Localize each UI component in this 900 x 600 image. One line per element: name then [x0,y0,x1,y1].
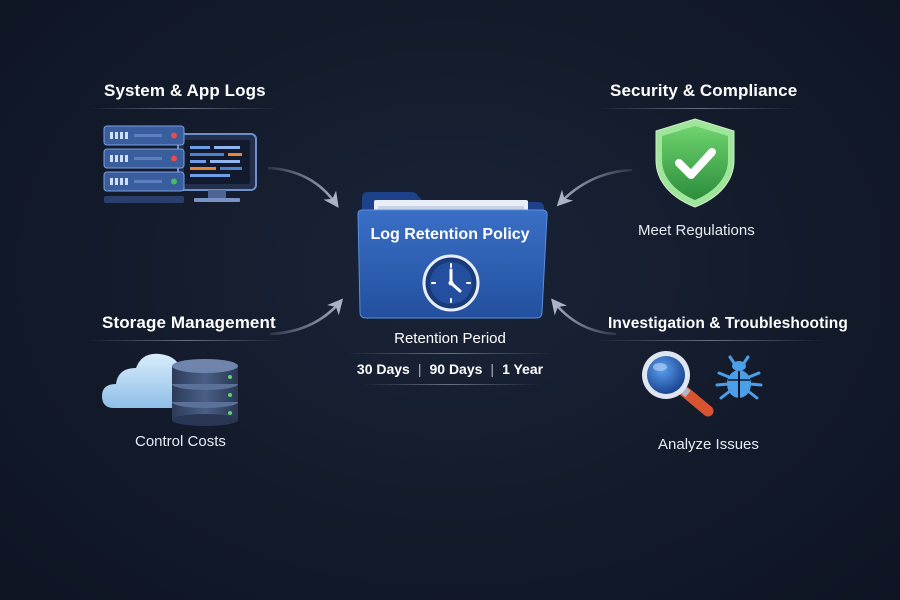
clock-icon [422,254,480,317]
folder-title: Log Retention Policy [370,226,530,243]
security-caption: Meet Regulations [638,222,755,239]
period-30-days: 30 Days [356,361,410,377]
investigation-heading: Investigation & Troubleshooting [608,315,848,332]
security-underline [598,108,798,109]
storage-underline [86,340,286,341]
period-separator: | [490,361,495,377]
storage-heading: Storage Management [102,313,276,332]
magnifier-icon [638,347,718,424]
retention-period-label: Retention Period [394,330,506,347]
arrow-system-logs [267,166,339,208]
investigation-caption: Analyze Issues [658,436,759,453]
arrow-storage [269,298,344,336]
retention-periods: 30 Days | 90 Days | 1 Year [340,361,560,377]
periods-underline [360,384,540,385]
investigation-underline [596,340,826,341]
system-logs-underline [88,108,278,109]
shield-check-icon [648,116,742,215]
period-separator: | [417,361,422,377]
arrow-security [556,168,633,207]
server-monitor-icon [100,122,265,217]
storage-caption: Control Costs [135,433,226,450]
cloud-database-icon [100,346,245,433]
period-1-year: 1 Year [502,361,544,377]
bug-icon [712,352,766,411]
security-heading: Security & Compliance [610,81,798,100]
period-90-days: 90 Days [429,361,483,377]
retention-underline [345,353,555,354]
system-logs-heading: System & App Logs [104,81,266,100]
arrow-investigation [551,298,617,336]
